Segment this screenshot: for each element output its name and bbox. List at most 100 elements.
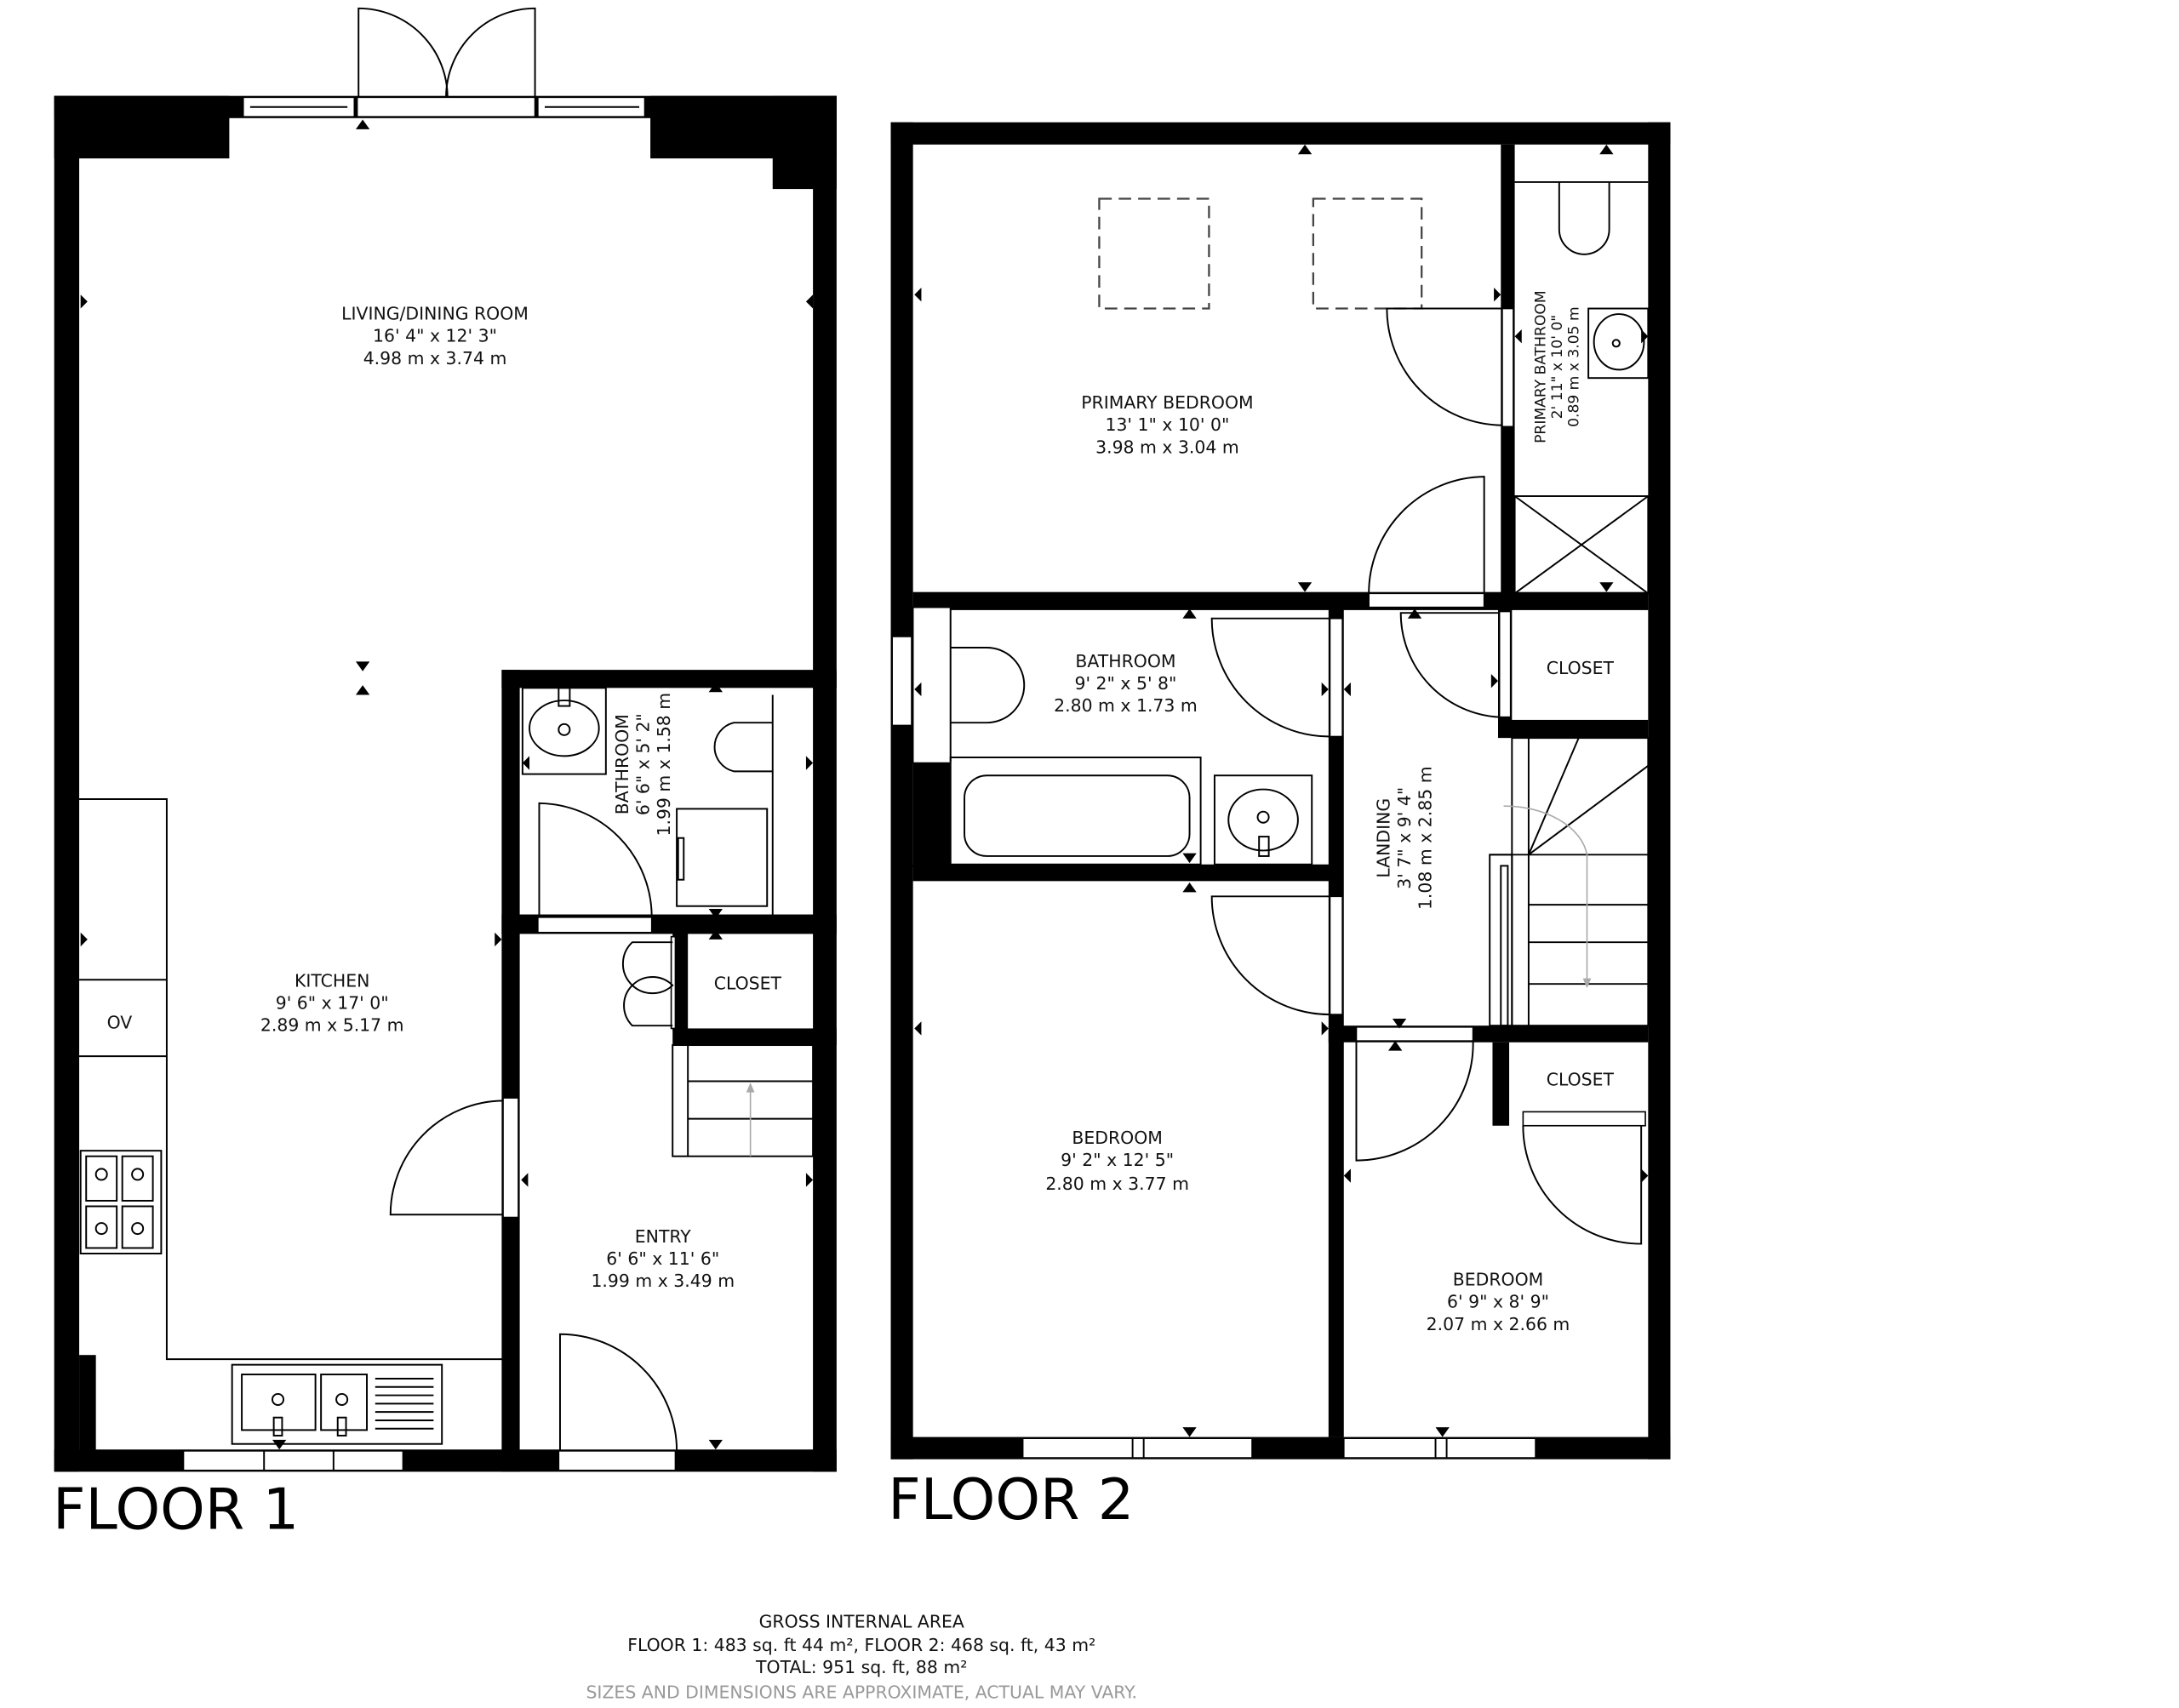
window <box>1342 1437 1536 1459</box>
room-name: ENTRY <box>635 1226 691 1247</box>
shower <box>676 808 769 907</box>
hob-icon <box>79 1150 163 1254</box>
entry-door <box>558 1333 678 1451</box>
room-name: BEDROOM <box>1453 1270 1544 1290</box>
room-size-metric: 1.08 m x 2.85 m <box>1415 766 1436 910</box>
wall-block <box>54 95 230 159</box>
floor2-wall-left <box>890 122 913 1460</box>
stairs <box>1489 737 1650 1027</box>
room-name: BATHROOM <box>1075 651 1175 671</box>
room-name: PRIMARY BATHROOM <box>1533 290 1550 443</box>
window <box>891 636 912 727</box>
area-summary: GROSS INTERNAL AREA FLOOR 1: 483 sq. ft … <box>586 1611 1137 1702</box>
kitchen-sink-icon <box>231 1363 443 1445</box>
room-name: KITCHEN <box>295 970 369 991</box>
floor1-wall-right <box>813 95 837 1472</box>
wall-interior <box>1492 1042 1510 1126</box>
wall-interior <box>912 591 1649 610</box>
toilet <box>949 607 1026 762</box>
room-name: CLOSET <box>714 974 782 994</box>
room-size-imperial: 13' 1" x 10' 0" <box>1105 414 1229 435</box>
room-size-imperial: 9' 2" x 5' 8" <box>1074 673 1176 694</box>
door-swing <box>1522 1125 1643 1245</box>
area-heading: GROSS INTERNAL AREA <box>759 1611 964 1631</box>
area-total: TOTAL: 951 sq. ft, 88 m² <box>755 1657 967 1677</box>
skylight <box>1098 197 1210 310</box>
door-threshold <box>1355 1025 1474 1042</box>
wall-interior <box>912 864 1330 882</box>
door-swing <box>1355 1041 1474 1162</box>
kitchen-door-threshold <box>502 1097 519 1219</box>
dimension-markers <box>80 119 814 1450</box>
door-swing <box>1386 307 1502 426</box>
window <box>1021 1437 1253 1459</box>
floor-1: OV <box>53 7 837 1542</box>
room-size-metric: 3.98 m x 3.04 m <box>1095 437 1239 457</box>
room-size-imperial: 3' 7" x 9' 4" <box>1394 787 1415 889</box>
wall-interior <box>1498 719 1649 739</box>
room-size-imperial: 6' 6" x 11' 6" <box>606 1248 719 1269</box>
room-size-imperial: 9' 6" x 17' 0" <box>276 993 389 1014</box>
toilet <box>1558 181 1610 255</box>
wall-interior <box>672 931 689 1031</box>
floor1-wall-bottom <box>54 1449 837 1472</box>
door-threshold <box>1368 592 1485 608</box>
floor-1-title: FLOOR 1 <box>53 1476 299 1542</box>
floor2-wall-bottom <box>890 1437 1671 1460</box>
window <box>182 1450 404 1471</box>
closet-door <box>621 941 674 1027</box>
room-size-metric: 2.89 m x 5.17 m <box>260 1015 404 1036</box>
floor1-wall-left <box>54 95 80 1472</box>
room-size-metric: 1.99 m x 1.58 m <box>654 693 674 837</box>
kitchen-counter <box>79 798 504 1361</box>
door-swing <box>1210 895 1330 1016</box>
french-door-right <box>445 7 536 98</box>
floor-2-title: FLOOR 2 <box>888 1466 1134 1533</box>
toilet <box>713 694 774 917</box>
wall-interior <box>1328 607 1344 1437</box>
french-door-left <box>357 7 449 98</box>
room-name: CLOSET <box>1547 658 1615 678</box>
room-name: BATHROOM <box>612 714 632 814</box>
sink <box>529 700 600 757</box>
wall-interior <box>672 1028 837 1046</box>
sink <box>1593 313 1645 371</box>
floor-2: PRIMARY BEDROOM 13' 1" x 10' 0" 3.98 m x… <box>888 122 1671 1533</box>
room-name: PRIMARY BEDROOM <box>1081 392 1253 413</box>
skylight <box>1312 197 1423 310</box>
room-size-imperial: 2' 11" x 10' 0" <box>1549 315 1566 419</box>
kitchen-door <box>389 1100 504 1216</box>
area-floors: FLOOR 1: 483 sq. ft 44 m², FLOOR 2: 468 … <box>627 1635 1095 1655</box>
shower <box>1513 495 1650 595</box>
room-size-imperial: 16' 4" x 12' 3" <box>373 326 497 346</box>
room-name: CLOSET <box>1547 1069 1615 1089</box>
entry-door-threshold <box>558 1450 677 1471</box>
french-door-frame <box>356 96 536 117</box>
room-size-metric: 2.80 m x 3.77 m <box>1045 1174 1189 1194</box>
room-size-metric: 4.98 m x 3.74 m <box>363 348 507 368</box>
stairs <box>672 1044 815 1157</box>
room-size-metric: 2.07 m x 2.66 m <box>1427 1314 1570 1334</box>
wall-block <box>79 1355 96 1453</box>
room-size-metric: 1.99 m x 3.49 m <box>591 1271 735 1291</box>
room-name: BEDROOM <box>1072 1128 1163 1148</box>
room-name: LIVING/DINING ROOM <box>341 304 529 324</box>
bathroom-door-threshold <box>537 916 653 934</box>
room-size-metric: 0.89 m x 3.05 m <box>1566 306 1583 427</box>
floor2-wall-right <box>1648 122 1671 1460</box>
oven-label: OV <box>107 1012 133 1032</box>
sink <box>1227 788 1299 852</box>
door-swing <box>1210 617 1330 738</box>
wall-interior <box>912 761 951 868</box>
door-threshold <box>1522 1111 1646 1127</box>
room-name: LANDING <box>1374 798 1394 878</box>
wall-interior <box>501 670 837 688</box>
room-size-imperial: 9' 2" x 12' 5" <box>1061 1150 1174 1170</box>
room-size-imperial: 6' 9" x 8' 9" <box>1447 1292 1549 1312</box>
door-swing <box>1368 476 1485 594</box>
dimension-markers <box>914 144 1649 1437</box>
room-size-metric: 2.80 m x 1.73 m <box>1054 695 1198 716</box>
room-size-imperial: 6' 6" x 5' 2" <box>632 713 653 815</box>
floor2-wall-top <box>890 122 1671 145</box>
